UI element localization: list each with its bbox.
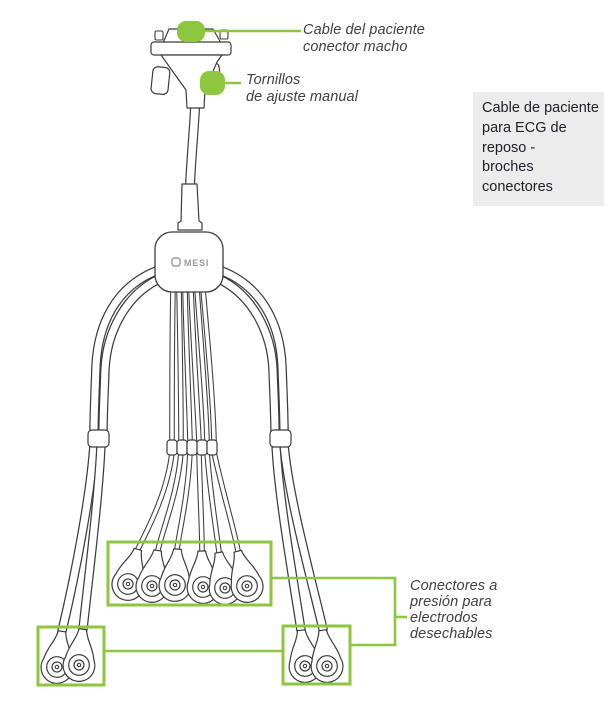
strain-relief-boot xyxy=(177,183,203,231)
highlight-dot-male-connector xyxy=(177,21,205,42)
mesi-logo-text: MESI xyxy=(184,258,209,268)
right-snap-connectors xyxy=(284,627,346,685)
label-line: desechables xyxy=(410,626,493,642)
label-line: conector macho xyxy=(303,39,408,55)
label-male-connector: Cable del paciente conector macho xyxy=(303,22,425,56)
center-cable-bundle xyxy=(169,286,217,444)
label-line: electrodos xyxy=(410,610,478,626)
male-connector-assembly xyxy=(150,28,232,231)
connector-flange xyxy=(150,41,232,56)
info-box-line: conectores xyxy=(482,179,553,196)
snap-connector xyxy=(60,626,100,684)
middle-snap-connectors xyxy=(107,544,268,608)
mesi-logo: MESI xyxy=(171,257,209,268)
label-line: Conectores a xyxy=(410,578,498,594)
splitter-hub: MESI xyxy=(154,231,224,293)
center-cable-fan xyxy=(135,449,241,555)
left-cable-clip xyxy=(87,429,110,448)
mesi-squircle-icon xyxy=(171,257,181,267)
green-annotations xyxy=(36,21,407,687)
green-box-left-connectors xyxy=(36,625,106,687)
left-branch-cables xyxy=(57,266,162,636)
info-box-cable-type: Cable de paciente para ECG de reposo - b… xyxy=(473,92,604,206)
label-line: Tornillos xyxy=(246,72,301,88)
center-cable-clips xyxy=(166,439,218,456)
connector-body xyxy=(160,54,223,109)
label-line: de ajuste manual xyxy=(246,89,359,105)
info-box-line: para ECG de xyxy=(482,119,567,136)
left-snap-connectors xyxy=(38,626,100,687)
leader-bracket-snap-connectors xyxy=(271,576,397,647)
right-branch-cables xyxy=(216,266,328,635)
label-screws: Tornillos de ajuste manual xyxy=(246,72,358,106)
highlight-dot-screw xyxy=(200,71,225,95)
info-box-line: broches xyxy=(482,159,534,176)
connector-pin-left xyxy=(154,30,164,41)
thumbscrew-left xyxy=(150,66,171,95)
label-snap-connectors: Conectores a presión para electrodos des… xyxy=(410,578,497,642)
green-box-right-connectors xyxy=(281,624,352,686)
right-cable-clip xyxy=(269,429,292,448)
label-line: Cable del paciente xyxy=(303,22,425,38)
info-box-line: reposo - xyxy=(482,139,536,156)
cable-clips xyxy=(87,429,292,456)
trunk-cable xyxy=(185,107,200,187)
label-line: presión para xyxy=(410,594,492,610)
green-box-middle-connectors xyxy=(106,540,273,607)
info-box-line: Cable de paciente xyxy=(482,100,599,116)
